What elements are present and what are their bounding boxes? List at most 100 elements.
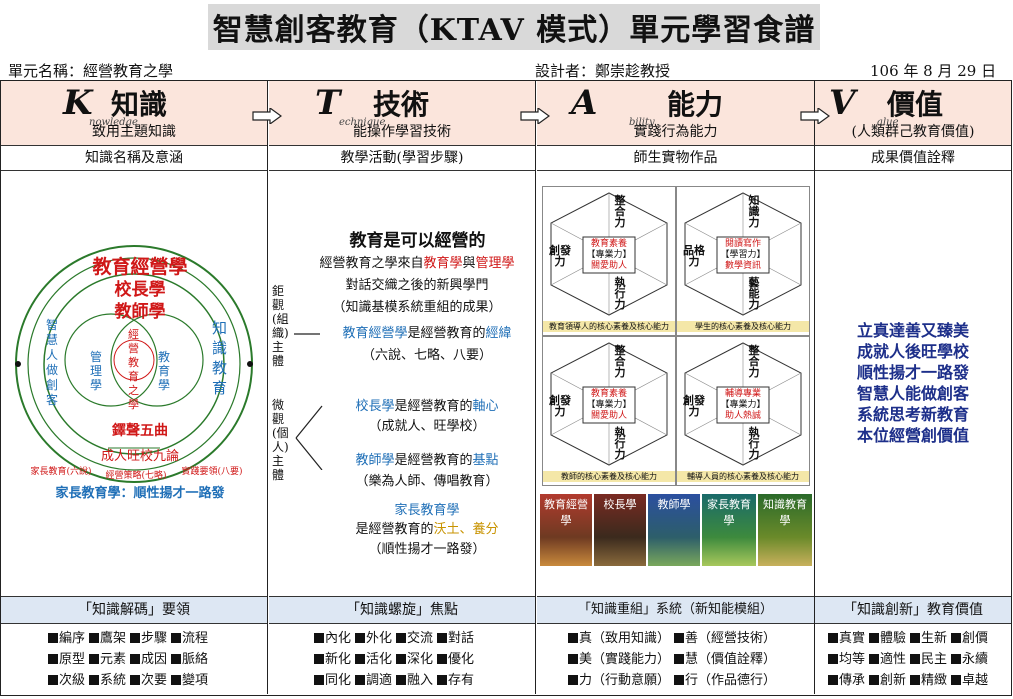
book-cover: 家長教育學: [702, 494, 756, 566]
keyword: 民主: [921, 652, 948, 667]
keywords-t: 內化外化交流對話新化活化深化優化同化調適融入存有: [310, 628, 520, 691]
micro-label: 微觀(個人)主體: [272, 398, 289, 482]
right-arc-text: 知識教育: [212, 319, 228, 397]
tech-l4a: 家長教育學: [394, 503, 460, 518]
black-square-icon: [828, 654, 838, 664]
row2-k: 知識名稱及意涵: [1, 146, 267, 171]
bottom-title-1: 鐸聲五曲: [112, 423, 168, 439]
book-title: 校長學: [603, 498, 637, 511]
tech-l2d: （成就人、旺學校）: [368, 419, 486, 434]
script-k: nowledge: [89, 117, 138, 128]
designer: 設計者：鄭崇趁教授: [535, 62, 671, 80]
letter-t: T: [315, 83, 341, 123]
black-square-icon: [910, 633, 921, 643]
keyword: 融入: [407, 673, 434, 688]
keyword: 新化: [325, 652, 352, 667]
tech-p1b: 教育學: [423, 256, 463, 271]
keyword: 次級: [59, 673, 86, 688]
keyword: 優化: [448, 652, 475, 667]
book-title: 家長教育學: [707, 498, 751, 527]
value-line: 智慧人能做創客: [856, 384, 969, 403]
bracket-lines: [294, 333, 323, 470]
keyword: 適性: [880, 652, 907, 667]
venn-center-ring: [113, 339, 155, 381]
book-cover: 知識教育學: [758, 494, 812, 566]
hex-center-2: 【專業力】: [586, 400, 632, 410]
keyword: 行（作品德行）: [685, 673, 777, 688]
letter-k: K: [63, 83, 93, 123]
header-ability: A bility 能力 實踐行為能力: [537, 81, 814, 146]
black-square-icon: [89, 654, 100, 664]
header-a-sub: 實踐行為能力: [633, 124, 718, 140]
black-square-icon: [171, 654, 182, 664]
tech-l2b: 是經營教育的: [394, 399, 473, 414]
book-title: 知識教育學: [763, 498, 807, 527]
script-a: bility: [629, 117, 655, 128]
hex-bottom: 執行力: [748, 426, 760, 461]
keyword: 真（致用知識）: [579, 631, 671, 646]
left-arc-text: 智慧人做創客: [46, 318, 59, 407]
ability-hex-panel: 教育素養【專業力】關愛助人創發力整合力執行力教育領導人的核心素養及核心能力: [542, 186, 676, 336]
hex-center-2: 【專業力】: [720, 400, 766, 410]
tech-p1c: 與: [462, 256, 476, 271]
black-square-icon: [130, 633, 141, 643]
hexagon-shape: [550, 192, 668, 316]
tech-l1: 教育經營學是經營教育的經緯: [318, 323, 536, 345]
hex-center-3: 關愛助人: [590, 261, 627, 271]
dot-left: [15, 361, 21, 367]
keyword: 創新: [880, 673, 907, 688]
tech-p2: 對話交織之後的新興學門: [345, 278, 489, 293]
value-line: 成就人後旺學校: [856, 342, 969, 361]
hex-bottom: 執行力: [614, 276, 626, 311]
keyword: 活化: [366, 652, 393, 667]
hex-center-2: 【學習力】: [720, 250, 766, 260]
black-square-icon: [171, 633, 182, 643]
venn-center-label: 經營教育之學: [128, 328, 139, 411]
keyword: 真實: [839, 631, 866, 646]
black-square-icon: [951, 675, 962, 685]
black-square-icon: [437, 654, 448, 664]
band-v: 「知識創新」教育價值: [815, 596, 1011, 624]
mid-title: 校長學: [114, 280, 166, 300]
black-square-icon: [869, 654, 880, 664]
tech-l1a: 教育經營學: [342, 326, 408, 341]
black-square-icon: [568, 654, 578, 664]
black-square-icon: [828, 675, 838, 685]
tech-p3: （知識基模系統重組的成果）: [332, 300, 502, 315]
keyword: 原型: [59, 652, 86, 667]
row2-v: 成果價值詮釋: [815, 146, 1011, 171]
black-square-icon: [355, 654, 366, 664]
keyword: 對話: [448, 631, 475, 646]
black-square-icon: [89, 675, 100, 685]
date: 106 年 8 月 29 日: [870, 62, 997, 80]
page-title: 智慧創客教育（KTAV 模式）單元學習食譜: [208, 4, 820, 50]
tech-l3: 教師學是經營教育的基點: [318, 450, 536, 472]
tech-p1d: 管理學: [475, 256, 515, 271]
hexagon-shape: [684, 192, 802, 316]
band-t: 「知識螺旋」焦點: [269, 596, 535, 624]
black-square-icon: [48, 675, 58, 685]
header-a-title: 能力: [667, 88, 724, 121]
hex-caption: 教師的核心素養及核心能力: [543, 471, 675, 482]
macro-label: 鉅觀(組織)主體: [272, 284, 289, 368]
keyword-row: 同化調適融入存有: [310, 670, 520, 691]
keyword-row: 原型元素成因脈絡: [44, 649, 254, 670]
ring-small-left: 家長教育(六說): [30, 467, 92, 477]
keyword-row: 新化活化深化優化: [310, 649, 520, 670]
script-t: echnique: [339, 117, 386, 128]
keyword: 力（行動意願）: [579, 673, 671, 688]
keyword: 鷹架: [100, 631, 127, 646]
hex-center-1: 教育素養: [590, 239, 627, 249]
tech-l3d: （樂為人師、傳唱教育）: [355, 474, 499, 489]
keyword: 交流: [407, 631, 434, 646]
unit-name: 單元名稱：經營教育之學: [8, 62, 174, 80]
black-square-icon: [869, 675, 880, 685]
keyword: 內化: [325, 631, 352, 646]
black-square-icon: [674, 633, 685, 643]
keyword: 均等: [839, 652, 866, 667]
hex-top: 知識力: [748, 194, 760, 229]
band-k: 「知識解碼」要領: [1, 596, 267, 624]
black-square-icon: [355, 633, 366, 643]
arrow-right-icon: [800, 108, 830, 124]
second-ring: [27, 257, 241, 471]
